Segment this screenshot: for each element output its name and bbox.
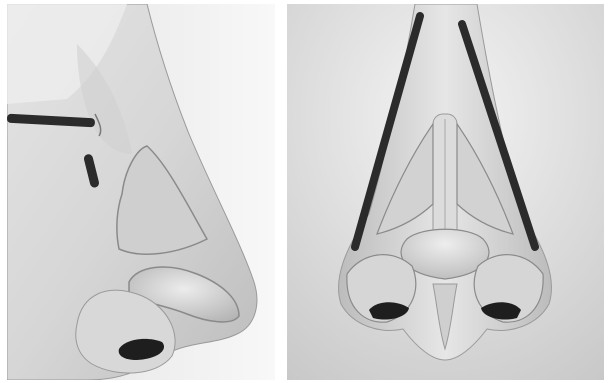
lateral-nose-illustration: [7, 4, 275, 380]
lateral-view-panel: [7, 4, 275, 380]
frontal-view-panel: [287, 4, 604, 380]
frontal-nose-illustration: [287, 4, 604, 380]
